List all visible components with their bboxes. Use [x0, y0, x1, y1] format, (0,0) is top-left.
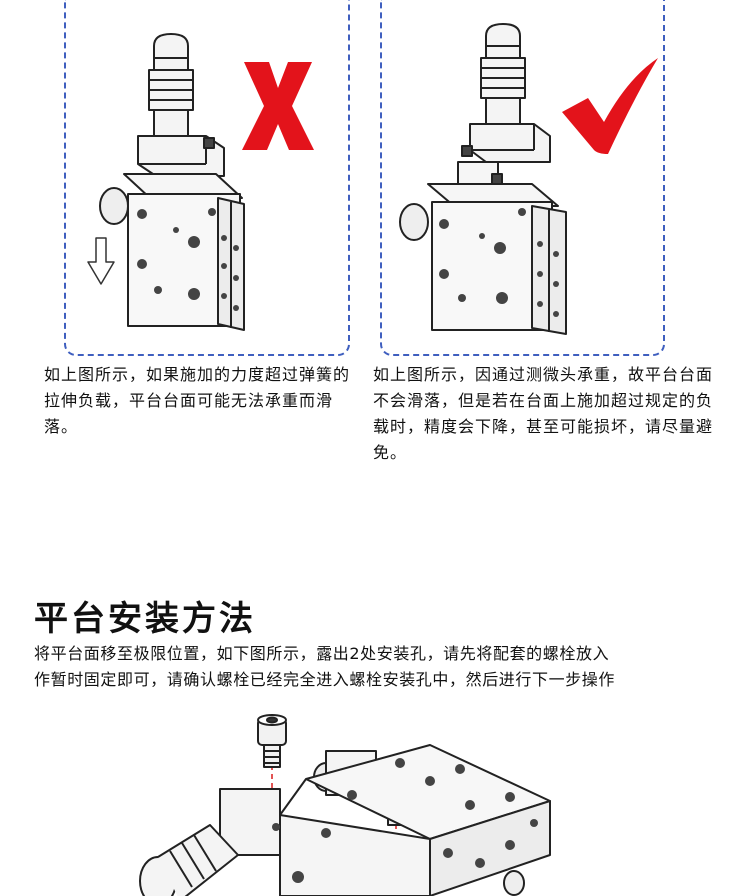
- stage-illustration-correct: [399, 23, 658, 335]
- instruction-line-1: 将平台面移至极限位置，如下图所示，露出2处安装孔，请先将配套的螺栓放入: [34, 644, 610, 663]
- bolt-icon: [257, 714, 287, 768]
- correct-example-panel: [380, 0, 665, 356]
- installation-illustration: [139, 714, 551, 896]
- wrong-example-panel: [64, 0, 350, 356]
- correct-example-caption: 如上图所示，因通过测微头承重，故平台台面不会滑落，但是若在台面上施加超过规定的负…: [373, 365, 714, 462]
- instruction-line-2: 作暂时固定即可，请确认螺栓已经完全进入螺栓安装孔中，然后进行下一步操作: [34, 670, 616, 689]
- correct-mark-icon: [562, 58, 658, 154]
- wrong-example-caption: 如上图所示，如果施加的力度超过弹簧的拉伸负载，平台台面可能无法承重而滑落。: [44, 365, 351, 436]
- section-title: 平台安装方法: [34, 599, 256, 639]
- wrong-mark-icon: [242, 62, 314, 150]
- stage-illustration-wrong: [87, 33, 314, 331]
